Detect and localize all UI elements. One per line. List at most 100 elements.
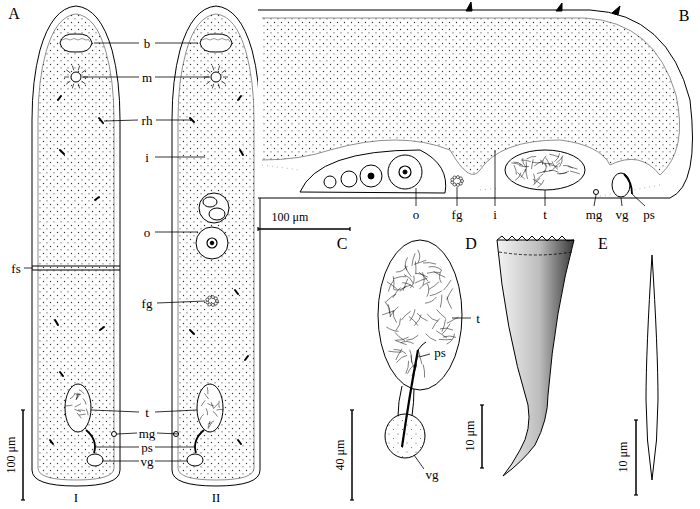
generated-detail-part	[21, 499, 25, 500]
generated-detail-part	[212, 66, 214, 71]
generated-detail-part	[412, 364, 416, 376]
individual-label: II	[211, 491, 222, 504]
leader-lines-a-part	[157, 301, 205, 303]
generated-detail-part	[350, 409, 354, 410]
leader-lines-a-part	[103, 461, 139, 462]
generated-detail-part	[207, 403, 214, 406]
generated-detail-part	[74, 393, 81, 395]
part-label: vg	[140, 455, 155, 468]
leader-lines-b-part	[545, 190, 546, 206]
generated-detail-part	[396, 266, 407, 272]
scale-bar-c	[351, 410, 353, 500]
generated-detail-part	[396, 337, 409, 340]
part-label: vg	[615, 208, 630, 221]
leader-lines-c-part	[452, 318, 471, 319]
worm-one-part	[71, 72, 81, 82]
part-label: m	[141, 71, 153, 84]
generated-detail-part	[556, 156, 563, 164]
generated-detail-part	[409, 316, 418, 325]
generated-detail-part	[79, 390, 84, 395]
leader-lines-a-part	[24, 268, 33, 269]
leader-lines-a-part	[91, 410, 139, 412]
part-label: t	[542, 208, 548, 221]
part-label: o	[412, 208, 421, 221]
generated-detail-part	[415, 278, 427, 283]
generated-detail-part	[406, 335, 418, 340]
generated-detail-part	[514, 162, 523, 166]
generated-detail-part	[523, 158, 527, 167]
worm-two-part	[203, 197, 217, 207]
generated-detail-part	[549, 154, 559, 157]
generated-detail-part	[439, 339, 452, 341]
leader-lines-b	[416, 150, 645, 206]
generated-detail-part	[208, 296, 211, 299]
generated-detail-part	[534, 161, 542, 167]
generated-detail-part	[77, 413, 81, 418]
part-label: mg	[138, 427, 157, 440]
generated-detail-part	[533, 179, 542, 184]
worm-one-part	[60, 34, 92, 52]
generated-detail-part	[404, 275, 413, 284]
rhabdites-part	[95, 197, 99, 200]
leader-lines-c-part	[414, 455, 424, 469]
scale-bar-b	[258, 228, 350, 230]
generated-detail-part	[439, 270, 441, 283]
generated-detail-part	[423, 263, 436, 265]
worm-lateral-part	[360, 165, 382, 187]
stylet-part	[497, 236, 574, 241]
generated-detail-part	[430, 291, 442, 296]
panel-letter: D	[464, 236, 478, 252]
generated-detail-part	[401, 311, 410, 320]
generated-detail-part	[559, 171, 569, 174]
leader-lines-b-part	[632, 194, 645, 206]
rhabdites-part	[60, 150, 64, 154]
generated-detail-part	[432, 318, 440, 329]
generated-detail-part	[390, 307, 399, 317]
generated-detail-part	[560, 157, 563, 167]
generated-detail-part	[416, 355, 419, 368]
copulatory-organ-part	[378, 240, 462, 390]
leader-lines-a-part	[155, 461, 187, 462]
generated-detail-part	[544, 163, 546, 173]
generated-detail-part	[76, 393, 78, 400]
worm-lateral-part	[368, 173, 374, 179]
generated-detail-part	[70, 394, 75, 399]
generated-detail-part	[78, 66, 80, 71]
part-label: vg	[425, 468, 440, 481]
scale-label: 100 μm	[5, 436, 17, 475]
generated-detail-part	[419, 352, 422, 365]
generated-detail-part	[388, 351, 401, 352]
part-label: fg	[141, 297, 154, 310]
generated-detail-part	[350, 499, 354, 500]
generated-detail-part	[204, 77, 209, 78]
rhabdites-part	[238, 440, 241, 444]
generated-detail-part	[429, 282, 439, 290]
worm-one-part	[112, 432, 117, 437]
worm-lateral-part	[300, 150, 446, 193]
generated-detail-part	[414, 260, 426, 264]
rhabdites-part	[100, 327, 104, 330]
scale-bar-e	[635, 420, 637, 495]
generated-detail-part	[426, 334, 437, 341]
worm-one	[32, 6, 120, 486]
generated-detail-part	[423, 365, 424, 378]
generated-detail-part	[456, 176, 459, 179]
generated-detail-part	[437, 310, 447, 319]
generated-detail-part	[393, 276, 406, 278]
generated-detail-part	[21, 409, 25, 410]
generated-detail-part	[395, 332, 405, 340]
worm-two-part	[187, 454, 203, 466]
generated-detail-part	[459, 177, 462, 180]
leader-lines-c	[414, 318, 471, 469]
panel-letter: B	[678, 8, 691, 24]
generated-detail-part	[459, 182, 462, 185]
generated-detail-part	[64, 77, 69, 78]
leader-lines-a-part	[155, 232, 198, 233]
copulatory-organ-part	[402, 350, 418, 447]
generated-detail-part	[443, 280, 451, 290]
generated-detail-part	[257, 227, 258, 231]
generated-detail-part	[400, 285, 411, 292]
generated-detail-part	[436, 331, 447, 338]
worm-two-part	[172, 6, 260, 486]
generated-detail-part	[538, 180, 545, 188]
